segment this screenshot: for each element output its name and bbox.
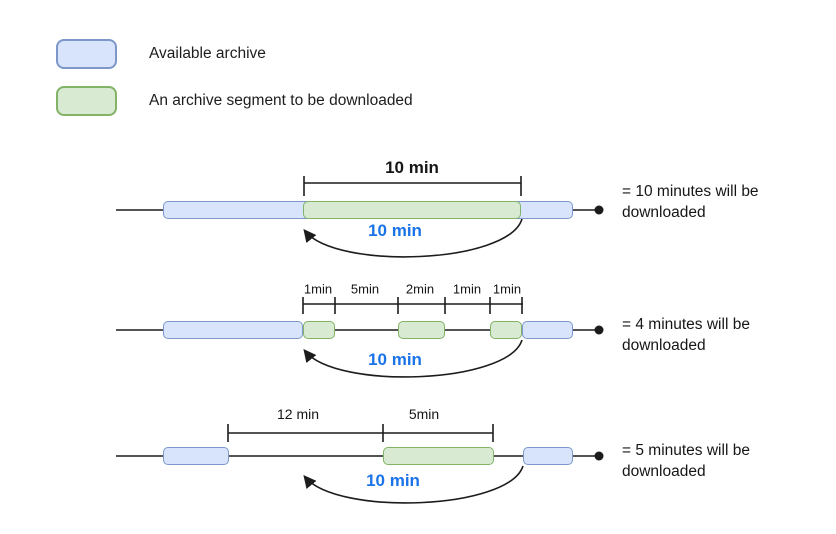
tick-duration-label: 1min	[492, 281, 522, 297]
archive-rect	[523, 447, 573, 465]
segment-rect	[303, 201, 521, 219]
timeline-3-ruler	[227, 424, 494, 442]
segment-rect	[383, 447, 494, 465]
tick-duration-label: 5min	[408, 406, 440, 422]
archive-rect	[163, 321, 303, 339]
legend-label-segment-to-download: An archive segment to be downloaded	[149, 92, 413, 109]
timeline-1-loop-arrow	[303, 218, 523, 258]
timeline-1-bracket	[303, 176, 522, 196]
tick-duration-label: 12 min	[276, 406, 320, 422]
segment-rect	[303, 321, 335, 339]
result-caption: = 10 minutes will be downloaded	[622, 183, 759, 221]
timeline-3-end-dot	[594, 451, 604, 461]
tick-duration-label: 2min	[405, 281, 435, 297]
result-caption: = 4 minutes will be downloaded	[622, 316, 750, 354]
timeline-1-end-dot	[594, 205, 604, 215]
archive-rect	[522, 321, 573, 339]
timeline-2-loop-arrow	[303, 339, 523, 378]
loop-duration-label: 10 min	[368, 350, 422, 369]
loop-duration-label: 10 min	[368, 221, 422, 240]
timeline-2-end-dot	[594, 325, 604, 335]
tick-duration-label: 5min	[350, 281, 380, 297]
result-caption: = 5 minutes will be downloaded	[622, 442, 750, 480]
timeline-3-loop-arrow	[303, 465, 524, 504]
span-duration-label: 10 min	[385, 158, 439, 177]
timeline-2-ruler	[302, 297, 523, 314]
archive-rect	[163, 447, 229, 465]
available-archive-swatch	[56, 39, 117, 69]
segment-rect	[398, 321, 445, 339]
legend-label-available-archive: Available archive	[149, 45, 266, 62]
tick-duration-label: 1min	[303, 281, 333, 297]
loop-duration-label: 10 min	[366, 471, 420, 490]
segment-rect	[490, 321, 522, 339]
tick-duration-label: 1min	[452, 281, 482, 297]
segment-to-download-swatch	[56, 86, 117, 116]
